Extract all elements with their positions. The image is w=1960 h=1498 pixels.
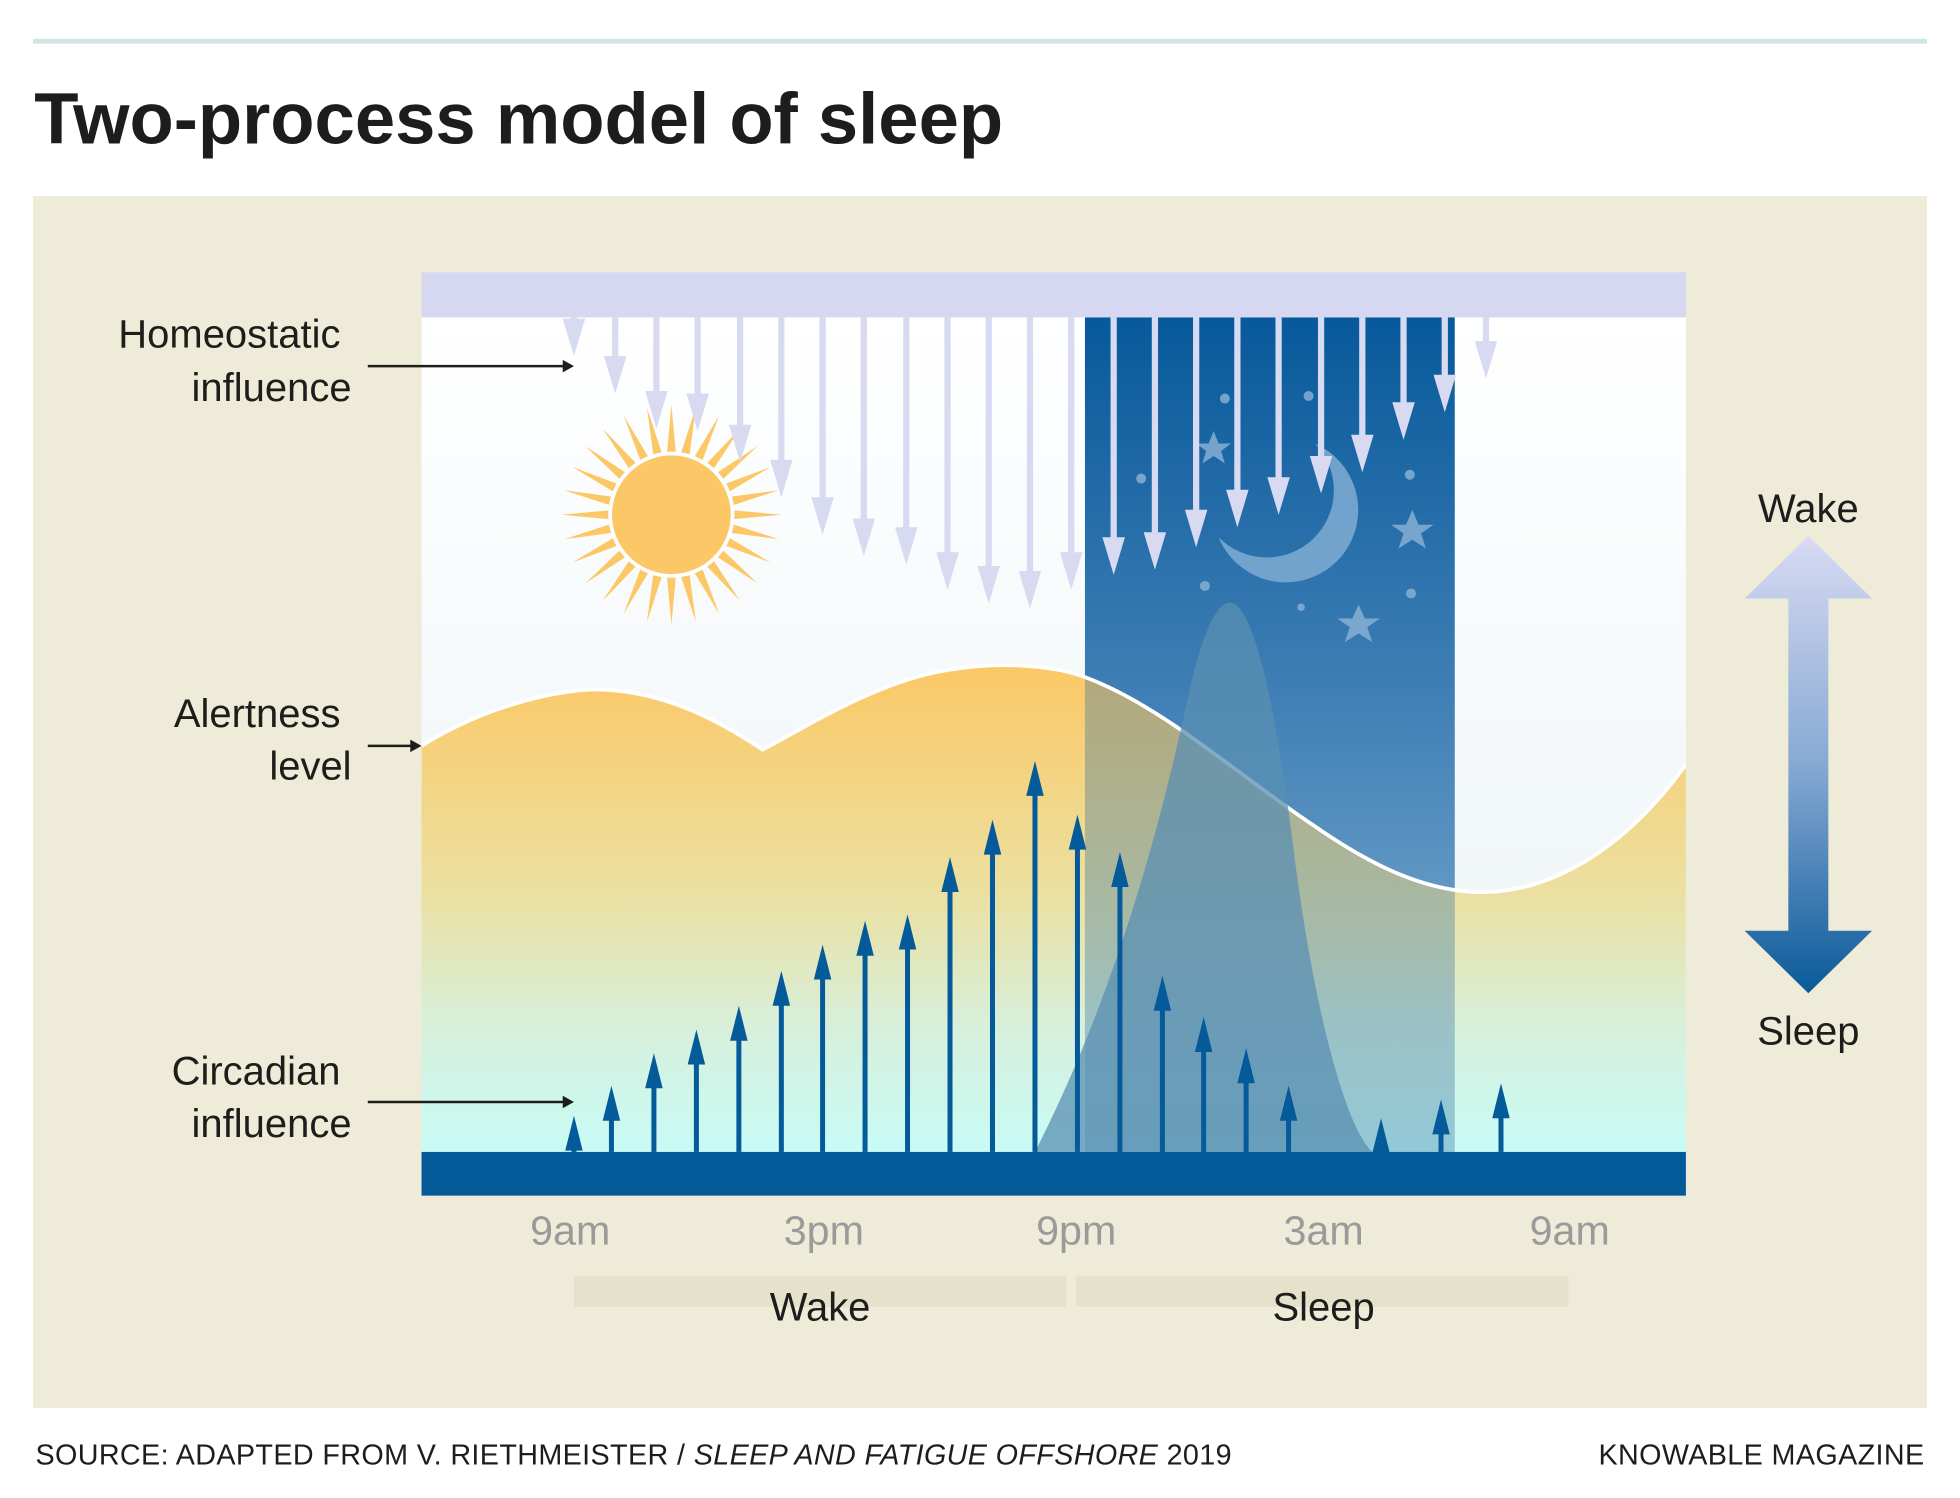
page-title: Two-process model of sleep <box>34 79 1003 160</box>
source-credit: SOURCE: ADAPTED FROM V. RIETHMEISTER / S… <box>35 1439 1232 1471</box>
tick-3pm: 3pm <box>784 1207 864 1253</box>
baseline-bar <box>421 1151 1686 1196</box>
tick-3am: 3am <box>1283 1207 1363 1253</box>
alertness-label: Alertness level <box>174 692 352 788</box>
wake-phase-bar <box>573 1275 1067 1307</box>
alertness-pointer <box>367 739 422 753</box>
circadian-pointer <box>367 1095 574 1109</box>
tick-9am: 9am <box>530 1207 610 1253</box>
wake-phase-label: Wake <box>770 1286 871 1330</box>
moon-icon <box>1218 443 1359 583</box>
x-axis-ticks: 9am 3pm 9pm 3am 9am <box>530 1207 1610 1253</box>
sleep-phase-label: Sleep <box>1272 1286 1374 1330</box>
homeostatic-label: Homeostatic influence <box>118 312 351 410</box>
tick-9pm: 9pm <box>1036 1207 1116 1253</box>
circadian-label: Circadian influence <box>172 1049 352 1145</box>
sun-icon <box>561 404 782 625</box>
legend-sleep-label: Sleep <box>1757 1009 1859 1053</box>
publisher-credit: KNOWABLE MAGAZINE <box>1598 1439 1924 1471</box>
alertness-curve <box>421 663 1686 894</box>
homeostatic-pointer <box>367 359 574 373</box>
homeostatic-arrows <box>562 317 1498 609</box>
tick-9am-next: 9am <box>1530 1207 1610 1253</box>
top-rule <box>32 38 1928 44</box>
homeostatic-bar <box>421 272 1686 318</box>
plot-area <box>421 272 1686 1196</box>
wake-sleep-double-arrow <box>1744 535 1873 994</box>
sleep-phase-bar <box>1076 1275 1569 1307</box>
circadian-arrows <box>565 760 1510 1154</box>
legend-wake-label: Wake <box>1758 487 1859 531</box>
